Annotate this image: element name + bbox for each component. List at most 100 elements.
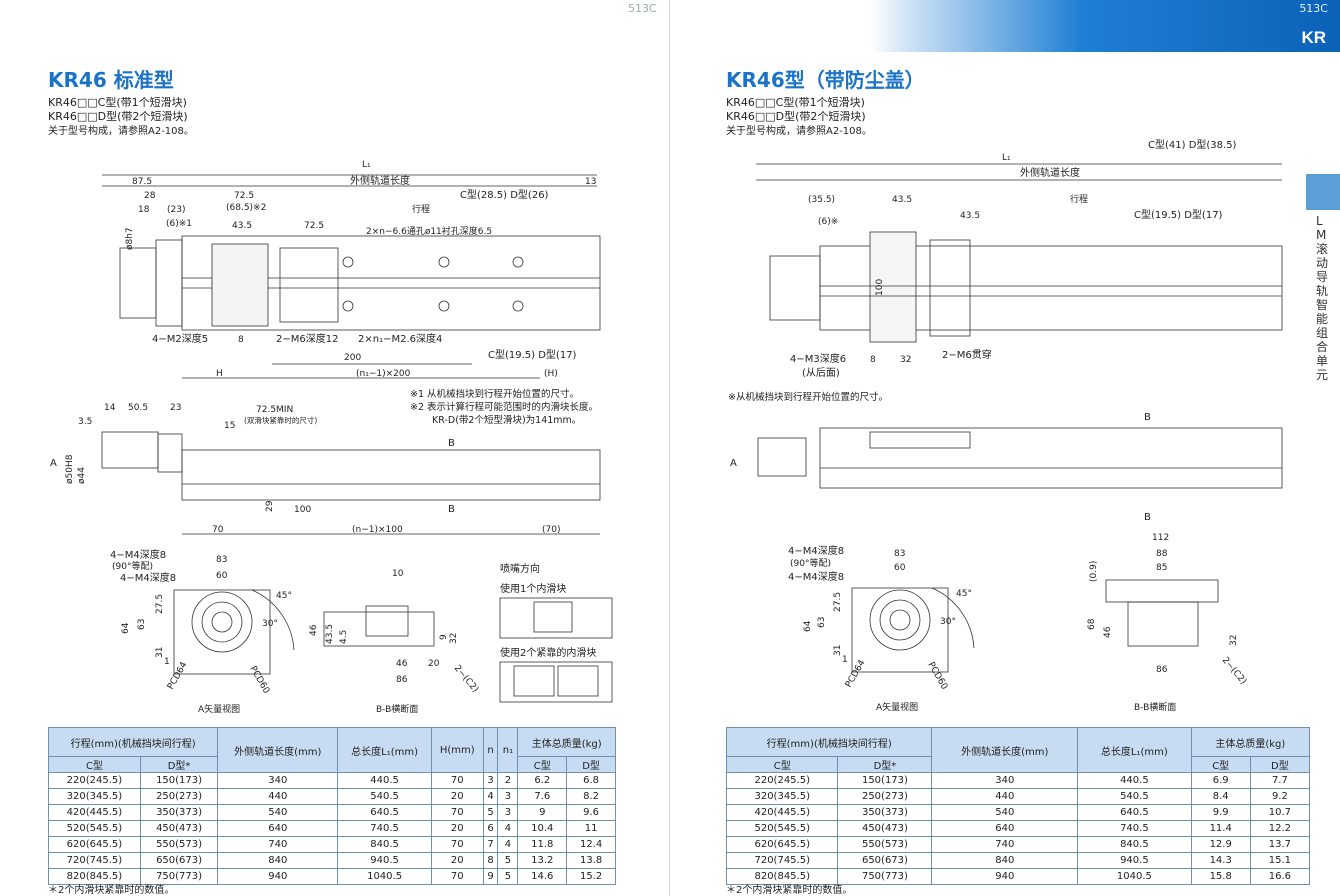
page-title: KR46型（带防尘盖）: [726, 68, 925, 92]
table-cell: 540: [217, 804, 339, 821]
th-c: C型: [48, 756, 141, 773]
table-cell: 840: [217, 852, 339, 869]
table-cell: 320(345.5): [48, 788, 141, 805]
dim-n: (n−1)×100: [352, 525, 403, 535]
dim-m2: 4−M2深度5: [152, 332, 208, 345]
table-cell: 440: [931, 788, 1079, 805]
section-mark-b-bottom: B: [1144, 512, 1151, 523]
dim-c2: 2−(C2): [452, 664, 480, 695]
table-cell: 420(445.5): [48, 804, 141, 821]
dim-m3: 4−M3深度6: [790, 352, 846, 365]
dim-n1: (n₁−1)×200: [356, 369, 411, 379]
table-cell: 1040.5: [1077, 868, 1192, 885]
table-cell: 5: [497, 868, 519, 885]
dim-10: 10: [392, 569, 404, 579]
left-page: 513C KR46 标准型 KR46□□C型(带1个短滑块) KR46□□D型(…: [47, 2, 657, 896]
dim-68: 68: [1087, 618, 1097, 630]
dim-45s: 4.5: [339, 630, 349, 644]
table-cell: 740: [217, 836, 339, 853]
dim-18: 18: [138, 205, 150, 215]
table-cell: 15.8: [1190, 868, 1251, 885]
dim-m4b: 4−M4深度8: [120, 571, 176, 584]
right-page: 513C KR LM滚动导轨智能组合单元 KR46型（带防尘盖） KR46□□C…: [670, 0, 1340, 896]
dim-30: 30°: [262, 619, 278, 629]
table-cell: 640.5: [337, 804, 432, 821]
table-cell: 11.8: [517, 836, 568, 853]
table-cell: 4: [497, 836, 519, 853]
table-cell: 640.5: [1077, 804, 1192, 821]
table-cell: 550(573): [139, 836, 219, 853]
a-view: 4−M4深度8 (90°等配) 4−M4深度8 83 60 64 63 27.5…: [110, 548, 295, 715]
dim-14: 14: [104, 403, 116, 413]
dim-c195: C型(19.5) D型(17): [1134, 208, 1223, 221]
table-cell: 320(345.5): [725, 788, 839, 805]
table-cell: 350(373): [139, 804, 219, 821]
table-cell: 4: [482, 788, 499, 805]
table-cell: 840.5: [1077, 836, 1192, 853]
subtitle-3: 关于型号构成，请参照A2-108。: [48, 126, 194, 137]
dim-holes: 2×n−6.6通孔ø11衬孔深度6.5: [366, 225, 492, 237]
table-cell: 520(545.5): [725, 820, 839, 837]
th-d: D型*: [837, 756, 933, 773]
dim-23s: 23: [170, 403, 181, 413]
dim-pcd60: PCD60: [925, 661, 949, 692]
table-cell: 650(673): [139, 852, 219, 869]
dim-phi44: ø44: [77, 467, 87, 484]
table-cell: 350(373): [837, 804, 933, 821]
view-a-label: A矢量视图: [876, 701, 918, 713]
th-mass-c: C型: [1190, 756, 1251, 773]
table-cell: 420(445.5): [725, 804, 839, 821]
dim-pcd60: PCD60: [247, 665, 271, 696]
th-rail: 外侧轨道长度(mm): [217, 727, 339, 773]
table-cell: 9.6: [566, 804, 616, 821]
table-cell: 820(845.5): [48, 868, 141, 885]
table-cell: 3: [497, 788, 519, 805]
dim-l1: L₁: [1002, 153, 1011, 163]
table-cell: 2: [497, 772, 519, 789]
spec-table: 行程(mm)(机械挡块间行程) 外侧轨道长度(mm) 总长度L₁(mm) H(m…: [47, 727, 616, 885]
th-c: C型: [725, 756, 839, 773]
subtitle-1: KR46□□C型(带1个短滑块): [48, 96, 187, 109]
dim-deg: (90°等配): [112, 560, 153, 572]
dim-09: (0.9): [1089, 561, 1099, 582]
table-cell: 9.2: [1249, 788, 1311, 805]
th-mass-d: D型: [566, 756, 616, 773]
section-mark-b-top: B: [448, 438, 455, 449]
bb-section: 10 46 43.5 4.5 32 9 46 20 86 2−(C2) B-B横…: [309, 569, 480, 715]
table-cell: 440.5: [337, 772, 432, 789]
table-cell: 940.5: [1077, 852, 1192, 869]
table-cell: 20: [430, 788, 484, 805]
dim-435: 43.5: [232, 221, 252, 231]
table-cell: 540: [931, 804, 1079, 821]
dim-13: 13: [585, 177, 596, 187]
dim-725b: 72.5: [304, 221, 324, 231]
dim-m4: 4−M4深度8: [110, 548, 166, 561]
table-cell: 940: [217, 868, 339, 885]
dim-200: 200: [344, 353, 361, 363]
th-stroke: 行程(mm)(机械挡块间行程): [725, 727, 933, 757]
table-cell: 6: [482, 820, 499, 837]
th-mass-d: D型: [1249, 756, 1311, 773]
table-cell: 720(745.5): [48, 852, 141, 869]
dim-c41: C型(41) D型(38.5): [1148, 138, 1237, 151]
dim-30: 30°: [940, 617, 956, 627]
table-cell: 13.7: [1249, 836, 1311, 853]
view-mark-a: A: [730, 458, 737, 469]
table-cell: 9: [482, 868, 499, 885]
nozzle-direction: 喷嘴方向 使用1个内滑块 使用2个紧靠的内滑块: [499, 562, 613, 703]
dim-725: 72.5: [234, 191, 254, 201]
dim-46s: 46: [396, 659, 408, 669]
page-number: 513C: [1299, 2, 1328, 15]
th-mass: 主体总质量(kg): [517, 727, 616, 757]
dim-100: 100: [875, 279, 885, 296]
note: ※从机械挡块到行程开始位置的尺寸。: [728, 392, 888, 403]
table-cell: 6.9: [1190, 772, 1251, 789]
table-cell: 6.2: [517, 772, 568, 789]
